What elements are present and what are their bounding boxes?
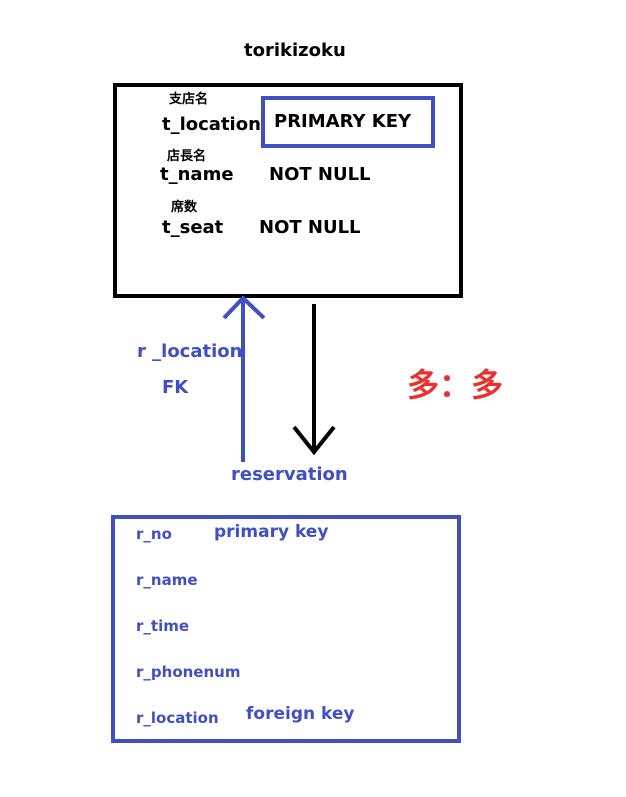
primary-key-highlight bbox=[261, 96, 435, 148]
constraint-not-null-seat: NOT NULL bbox=[259, 217, 361, 238]
down-arrow-icon bbox=[292, 304, 336, 456]
fk-field-label: r _location bbox=[137, 341, 243, 362]
field-t-name: t_name bbox=[160, 164, 234, 185]
field-r-no: r_no bbox=[136, 525, 172, 543]
field-r-name: r_name bbox=[136, 571, 198, 589]
torikizoku-table bbox=[113, 83, 463, 298]
fk-label: FK bbox=[162, 377, 189, 398]
field-t-location: t_location bbox=[162, 114, 261, 135]
cardinality-label: 多：多 bbox=[407, 366, 504, 404]
field-t-seat: t_seat bbox=[162, 217, 224, 238]
field-r-location: r_location bbox=[136, 709, 219, 727]
diagram-title: torikizoku bbox=[244, 40, 346, 61]
note-foreign-key: foreign key bbox=[246, 704, 355, 724]
constraint-not-null-name: NOT NULL bbox=[269, 164, 371, 185]
field-r-time: r_time bbox=[136, 617, 190, 635]
field-r-phonenum: r_phonenum bbox=[136, 663, 241, 681]
note-primary-key: primary key bbox=[214, 522, 329, 542]
reservation-entity-label: reservation bbox=[231, 464, 348, 485]
jp-label-name: 店長名 bbox=[167, 149, 207, 164]
up-arrow-icon bbox=[222, 295, 266, 462]
jp-label-location: 支店名 bbox=[169, 92, 209, 107]
reservation-table bbox=[111, 515, 461, 743]
constraint-primary-key: PRIMARY KEY bbox=[274, 111, 412, 132]
jp-label-seat: 席数 bbox=[171, 200, 198, 215]
